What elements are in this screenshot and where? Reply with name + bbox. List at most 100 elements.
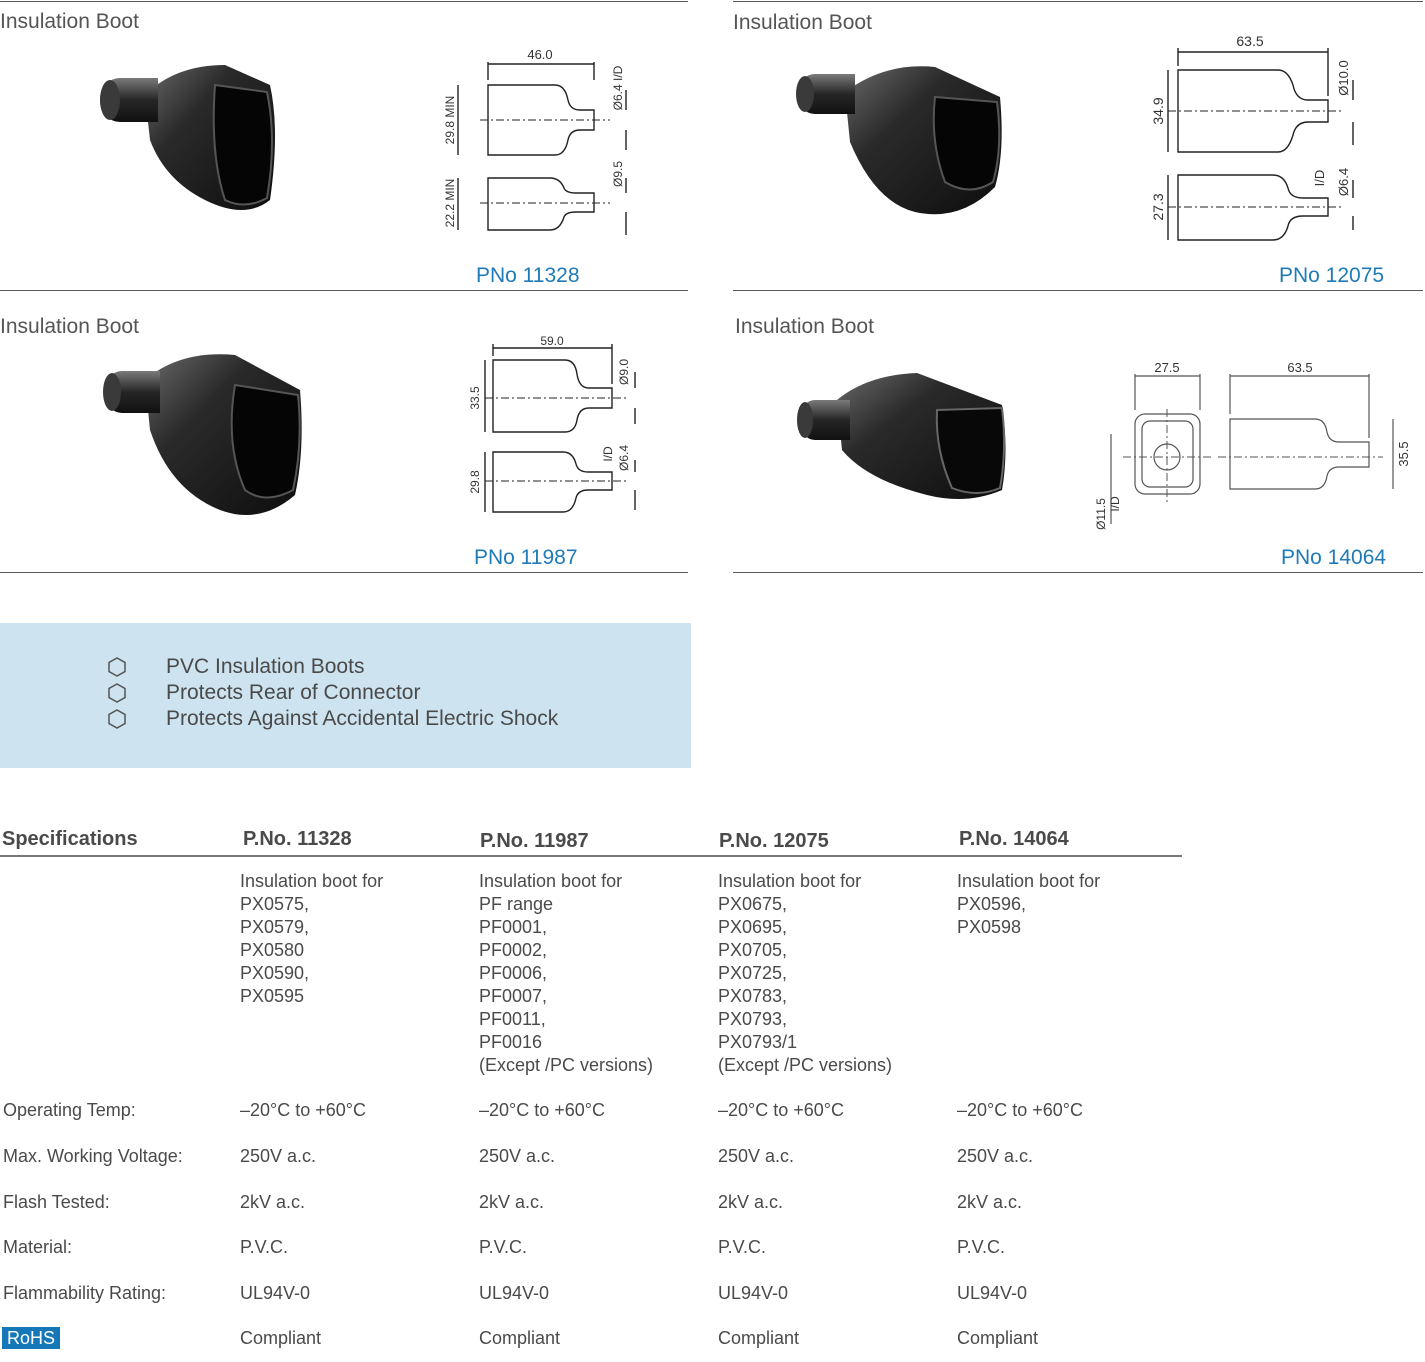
features-box: PVC Insulation Boots Protects Rear of Co… <box>0 623 691 768</box>
insulation-boot-image <box>100 65 275 210</box>
description-line: PX0590, <box>240 963 310 983</box>
description-line: PX0725, <box>718 963 788 983</box>
panel-title: Insulation Boot <box>735 315 874 338</box>
panel-title: Insulation Boot <box>733 11 872 34</box>
dim-width: 59.0 <box>540 334 564 348</box>
voltage-value: 250V a.c. <box>957 1146 1034 1166</box>
feature-item: PVC Insulation Boots <box>106 654 364 680</box>
flash-tested-value: 2kV a.c. <box>718 1192 784 1212</box>
description-line: PX0695, <box>718 917 788 937</box>
insulation-boot-image <box>796 66 1002 215</box>
feature-text: PVC Insulation Boots <box>166 655 365 678</box>
description-line: PX0793/1 <box>718 1032 798 1052</box>
dim-id-end: I/D <box>1108 496 1122 512</box>
description-line: PX0596, <box>957 894 1027 914</box>
dim-height-top: 33.5 <box>468 386 482 410</box>
feature-item: Protects Rear of Connector <box>106 680 420 706</box>
row-label-material: Material: <box>3 1237 73 1257</box>
panel-top-rule <box>0 1 688 2</box>
description-line: PX0783, <box>718 986 788 1006</box>
row-label-operating-temp: Operating Temp: <box>3 1100 136 1120</box>
panel-top-rule <box>733 1 1423 2</box>
dim-dia-bottom: Ø6.4 <box>617 445 631 471</box>
description-line: PX0598 <box>957 917 1022 937</box>
description-line: Insulation boot for <box>479 871 623 891</box>
dim-dia-bottom: Ø9.5 <box>611 161 625 187</box>
specifications-heading: Specifications <box>2 828 138 850</box>
part-number-link[interactable]: PNo 11987 <box>474 546 578 569</box>
part-number-link[interactable]: PNo 11328 <box>476 264 580 287</box>
insulation-boot-image <box>797 373 1006 499</box>
product-panel-11987: Insulation Boot 59.0 33.5 29.8 Ø9.0 I/D … <box>0 292 688 574</box>
dim-dia-top: Ø9.0 <box>617 359 631 385</box>
rohs-value: Compliant <box>240 1328 322 1348</box>
operating-temp-value: –20°C to +60°C <box>718 1100 844 1120</box>
description-line: PX0580 <box>240 940 305 960</box>
description-line: PX0793, <box>718 1009 788 1029</box>
dim-width-side: 63.5 <box>1287 360 1312 375</box>
flash-tested-value: 2kV a.c. <box>957 1192 1023 1212</box>
dimension-drawing: 46.0 29.8 MIN 22.2 MIN Ø6.4 I/D Ø9.5 <box>443 47 627 235</box>
material-value: P.V.C. <box>240 1237 289 1257</box>
panel-title: Insulation Boot <box>0 315 139 338</box>
description-line: PF0016 <box>479 1032 543 1052</box>
flammability-value: UL94V-0 <box>479 1283 550 1303</box>
panel-bottom-rule <box>733 290 1423 291</box>
flash-tested-value: 2kV a.c. <box>479 1192 545 1212</box>
operating-temp-value: –20°C to +60°C <box>240 1100 366 1120</box>
product-panel-14064: Insulation Boot 27.5 63.5 35.5 Ø11.5 I/D <box>733 292 1423 574</box>
part-number-link[interactable]: PNo 12075 <box>1279 264 1385 287</box>
column-header-11987: P.No. 11987 <box>480 830 589 852</box>
feature-item: Protects Against Accidental Electric Sho… <box>106 706 558 732</box>
voltage-value: 250V a.c. <box>240 1146 317 1166</box>
flash-tested-value: 2kV a.c. <box>240 1192 306 1212</box>
dim-dia-top: Ø10.0 <box>1336 60 1351 95</box>
dim-id-bottom: I/D <box>601 446 615 462</box>
column-header-14064: P.No. 14064 <box>959 828 1069 850</box>
dim-height-bottom: 22.2 MIN <box>443 179 457 228</box>
rohs-value: Compliant <box>957 1328 1039 1348</box>
dim-dia-top: Ø6.4 I/D <box>611 65 625 110</box>
description-line: Insulation boot for <box>957 871 1101 891</box>
description-line: PF0001, <box>479 917 548 937</box>
rohs-value: Compliant <box>718 1328 800 1348</box>
material-value: P.V.C. <box>957 1237 1006 1257</box>
part-number-link[interactable]: PNo 14064 <box>1281 546 1387 569</box>
rohs-value: Compliant <box>479 1328 561 1348</box>
dim-height-top: 29.8 MIN <box>443 96 457 145</box>
material-value: P.V.C. <box>718 1237 767 1257</box>
row-label-voltage: Max. Working Voltage: <box>3 1146 183 1166</box>
description-line: PX0575, <box>240 894 310 914</box>
description-line: Insulation boot for <box>240 871 384 891</box>
operating-temp-value: –20°C to +60°C <box>957 1100 1083 1120</box>
insulation-boot-image <box>103 354 302 515</box>
hexagon-bullet-icon <box>108 683 126 703</box>
dim-height-bottom: 27.3 <box>1150 193 1166 220</box>
dim-height-side: 35.5 <box>1396 441 1411 466</box>
panel-bottom-rule <box>0 572 688 573</box>
hexagon-bullet-icon <box>108 657 126 677</box>
dim-width: 46.0 <box>527 47 552 62</box>
description-line: PF0002, <box>479 940 548 960</box>
flammability-value: UL94V-0 <box>957 1283 1028 1303</box>
description-line: PF range <box>479 894 554 914</box>
feature-text: Protects Rear of Connector <box>166 681 421 704</box>
description-line: (Except /PC versions) <box>479 1055 654 1075</box>
voltage-value: 250V a.c. <box>479 1146 556 1166</box>
description-line: PF0006, <box>479 963 548 983</box>
description-line: (Except /PC versions) <box>718 1055 893 1075</box>
description-line: PF0007, <box>479 986 548 1006</box>
column-header-11328: P.No. 11328 <box>243 828 352 850</box>
description-line: PF0011, <box>479 1009 546 1029</box>
rohs-badge: RoHS <box>2 1327 61 1349</box>
description-line: PX0675, <box>718 894 788 914</box>
dim-dia-end: Ø11.5 <box>1094 498 1108 530</box>
flammability-value: UL94V-0 <box>240 1283 311 1303</box>
header-rule <box>0 855 1182 857</box>
dim-height-top: 34.9 <box>1150 97 1166 124</box>
dim-dia-bottom: Ø6.4 <box>1336 168 1351 196</box>
dim-id-bottom: I/D <box>1312 170 1327 187</box>
description-line: PX0705, <box>718 940 788 960</box>
flammability-value: UL94V-0 <box>718 1283 789 1303</box>
panel-title: Insulation Boot <box>0 10 139 33</box>
